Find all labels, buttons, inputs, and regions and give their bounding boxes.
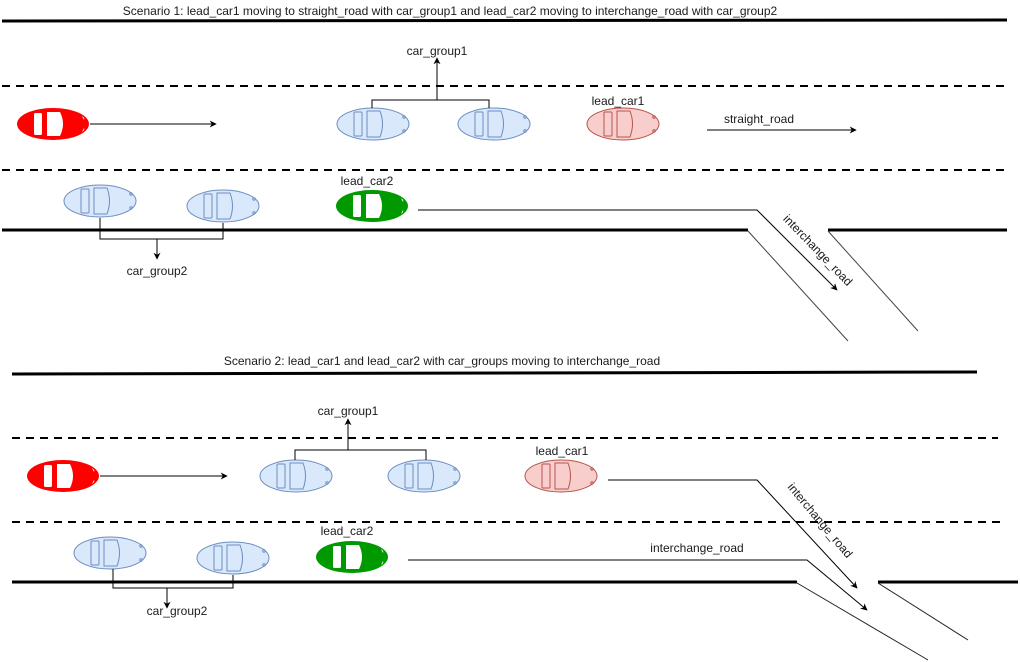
car-group2-car-a [63, 184, 137, 218]
car-group2-label: car_group2 [127, 264, 188, 278]
lead-car2-interchange-path [408, 559, 868, 611]
car-group1-car-b [387, 459, 461, 493]
scenario-1: Scenario 1: lead_car1 moving to straight… [1, 4, 1008, 342]
lead-car1-label: lead_car1 [592, 94, 645, 108]
lead-car1-interchange-path [608, 479, 858, 589]
car-group2-label: car_group2 [147, 604, 208, 618]
car-group1-car-b [457, 107, 531, 141]
interchange-road-edge-left [747, 230, 849, 342]
car-group2-bracket [112, 569, 234, 589]
lead-car1-start [27, 460, 99, 492]
lead-car1-ghost [586, 107, 660, 141]
car-group1-car-a [259, 459, 333, 493]
lead-car2 [336, 190, 408, 222]
road-top-edge [11, 370, 978, 376]
car-group1-car-a [336, 107, 410, 141]
car-group2-car-a [73, 536, 147, 570]
car-group1-label: car_group1 [318, 404, 379, 418]
car-group2-bracket [99, 218, 224, 240]
straight-road-label: straight_road [724, 112, 794, 126]
car-group1-bracket [371, 99, 490, 108]
car-group2-car-b [186, 189, 260, 223]
scenario-1-title: Scenario 1: lead_car1 moving to straight… [123, 4, 778, 18]
lead-car2-label: lead_car2 [341, 174, 394, 188]
car-group1-label: car_group1 [407, 44, 468, 58]
car-group1-bracket [294, 449, 427, 460]
scenario-2: Scenario 2: lead_car1 and lead_car2 with… [11, 354, 1018, 661]
interchange-road-edge-right [827, 230, 919, 332]
scenario-2-title: Scenario 2: lead_car1 and lead_car2 with… [224, 354, 660, 368]
interchange-road-label: interchange_road [780, 212, 855, 289]
lead-car2-label: lead_car2 [321, 524, 374, 538]
lead-car2 [316, 541, 388, 573]
interchange-road-edge-left [796, 582, 929, 661]
lead-car1-ghost [524, 459, 598, 493]
interchange-road-edge-right [877, 582, 969, 641]
road-top-edge [1, 18, 1008, 23]
lead-car1-label: lead_car1 [536, 444, 589, 458]
lead-car1-start [17, 108, 89, 140]
interchange-road-horiz-label: interchange_road [650, 541, 743, 555]
interchange-road-path [418, 209, 838, 291]
car-group2-car-b [196, 541, 270, 575]
